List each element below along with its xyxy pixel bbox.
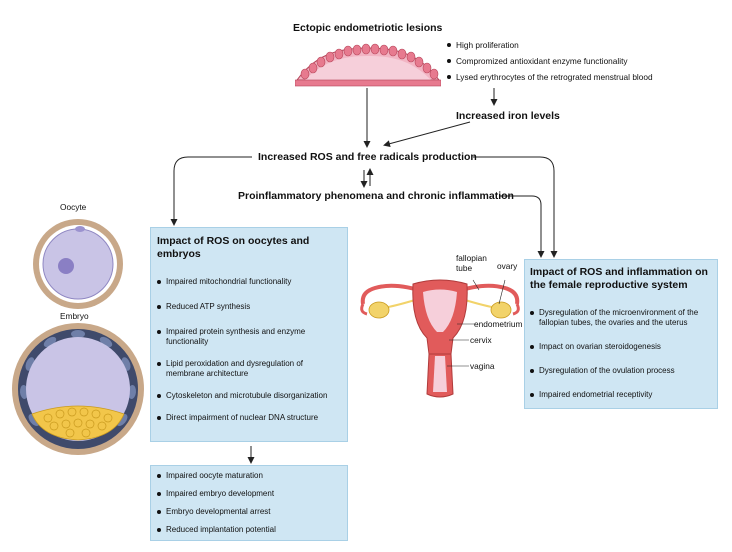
ros-production-label: Increased ROS and free radicals producti… xyxy=(258,151,477,163)
repro-impact-item: Dysregulation of the microenvironment of… xyxy=(530,308,714,328)
endometrium-label: endometrium xyxy=(474,319,523,329)
lesions-title: Ectopic endometriotic lesions xyxy=(293,22,443,34)
oocyte-illustration xyxy=(33,219,123,309)
embryos-impact-item: Impaired mitochondrial functionality xyxy=(157,277,347,287)
vagina-label: vagina xyxy=(470,361,495,371)
outcome-item: Embryo developmental arrest xyxy=(157,507,347,517)
uterus-illustration xyxy=(360,279,520,398)
outcome-item: Impaired oocyte maturation xyxy=(157,471,347,481)
endometriotic-lesion-illustration xyxy=(295,43,441,87)
embryos-impact-item: Lipid peroxidation and dysregulation of … xyxy=(157,359,336,379)
embryos-impact-item: Direct impairment of nuclear DNA structu… xyxy=(157,413,331,423)
embryos-impact-item: Reduced ATP synthesis xyxy=(157,302,347,312)
arrow-inflammation-to-repro-box xyxy=(500,195,545,258)
outcomes-box: Impaired oocyte maturation Impaired embr… xyxy=(150,465,348,541)
embryo-illustration xyxy=(12,323,144,455)
repro-impact-title: Impact of ROS and inflammation on the fe… xyxy=(530,266,708,291)
lesions-bullet: Compromized antioxidant enzyme functiona… xyxy=(447,56,717,66)
cervix-label: cervix xyxy=(470,335,492,345)
lesions-bullet: Lysed erythrocytes of the retrograted me… xyxy=(447,72,717,82)
fallopian-tube-label: fallopian tube xyxy=(456,253,487,273)
embryos-impact-box: Impact of ROS on oocytes and embryos Imp… xyxy=(150,227,348,442)
embryos-impact-item: Impaired protein synthesis and enzyme fu… xyxy=(157,327,336,347)
repro-impact-box: Impact of ROS and inflammation on the fe… xyxy=(524,259,718,409)
outcome-item: Impaired embryo development xyxy=(157,489,347,499)
outcome-item: Reduced implantation potential xyxy=(157,525,347,535)
inflammation-label: Proinflammatory phenomena and chronic in… xyxy=(238,190,514,202)
lesions-bullet-list: High proliferation Compromized antioxida… xyxy=(447,40,717,82)
embryos-impact-title: Impact of ROS on oocytes and embryos xyxy=(157,235,310,260)
ovary-label: ovary xyxy=(497,261,518,271)
embryo-label: Embryo xyxy=(60,311,89,321)
repro-impact-item: Dysregulation of the ovulation process xyxy=(530,366,717,376)
oocyte-label: Oocyte xyxy=(60,202,87,212)
arrow-ros-to-embryos-box xyxy=(170,156,252,226)
repro-impact-item: Impact on ovarian steroidogenesis xyxy=(530,342,717,352)
arrow-iron-to-ros xyxy=(383,121,471,148)
embryos-impact-item: Cytoskeleton and microtubule disorganiza… xyxy=(157,391,336,401)
repro-impact-item: Impaired endometrial receptivity xyxy=(530,390,717,400)
iron-levels-label: Increased iron levels xyxy=(456,110,560,122)
arrow-ros-to-repro-box xyxy=(473,156,558,258)
lesions-bullet: High proliferation xyxy=(447,40,717,50)
